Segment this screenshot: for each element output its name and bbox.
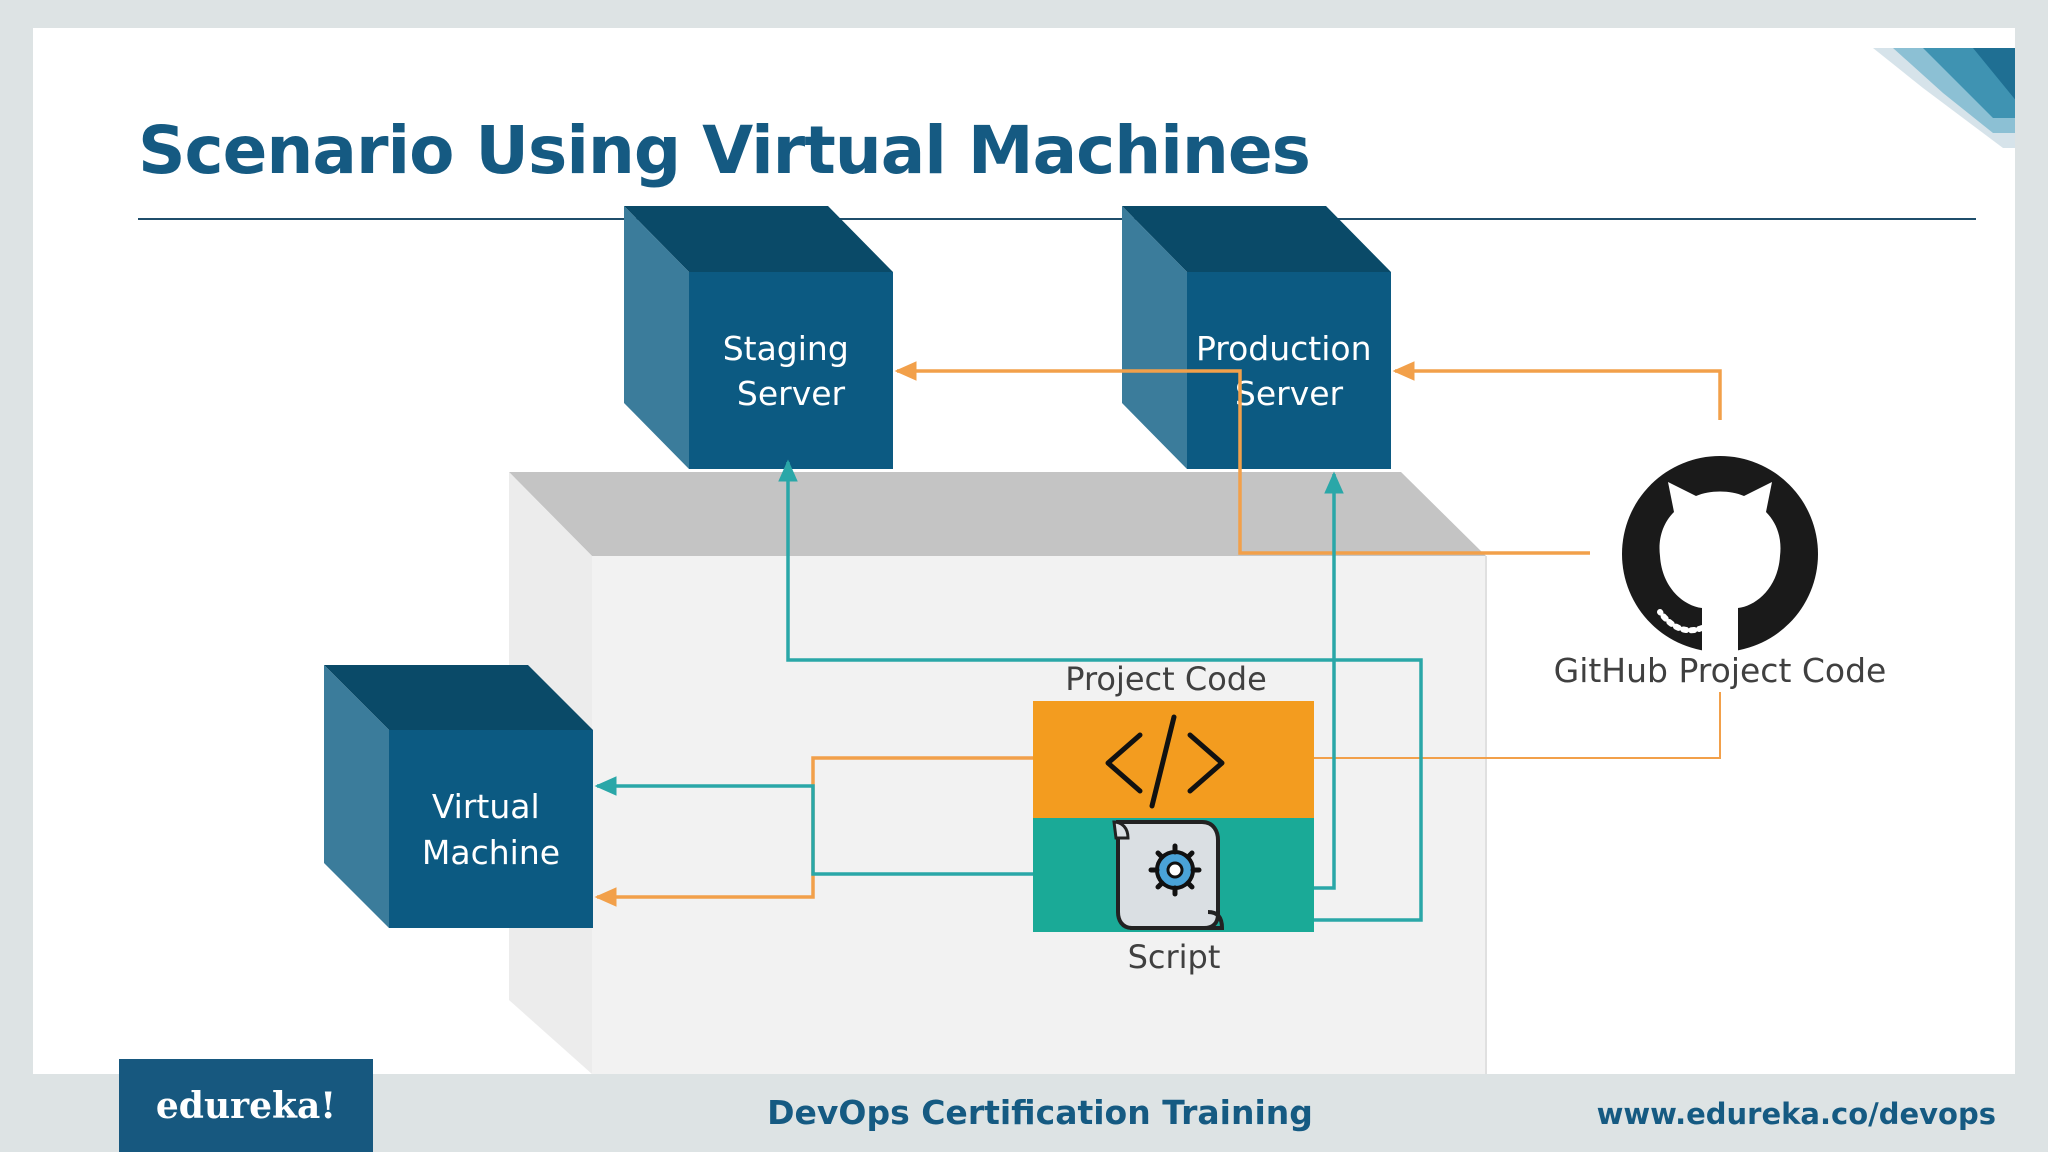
svg-text:Virtual Machine: Virtual Machine [422, 787, 560, 872]
staging-server-label-1: Staging [723, 329, 849, 368]
project-code-block: Project Code [1033, 660, 1314, 818]
virtual-machine-label-1: Virtual [432, 787, 540, 826]
github-octocat-icon [1622, 456, 1818, 652]
flow-script-to-vm [594, 776, 1033, 876]
virtual-machine-label-2: Machine [422, 833, 560, 872]
title-divider [138, 218, 1976, 220]
footer-url: www.edureka.co/devops [1596, 1097, 1996, 1131]
virtual-machine-cube: Virtual Machine [324, 665, 593, 928]
script-block: Script [1033, 818, 1314, 976]
github-project-code: GitHub Project Code [1554, 456, 1887, 690]
github-label: GitHub Project Code [1554, 651, 1887, 690]
host-machine-box [509, 472, 1487, 1074]
flow-script-to-production [1314, 471, 1344, 890]
footer-course-title: DevOps Certification Training [767, 1093, 1313, 1132]
teal-flow-lines [594, 459, 1423, 922]
production-server-label-1: Production [1196, 329, 1372, 368]
flow-github-to-production [1392, 361, 1722, 420]
script-label: Script [1128, 938, 1221, 976]
staging-server-label-2: Server [737, 374, 846, 413]
production-server-cube: Production Server [1122, 206, 1391, 469]
edureka-logo: edureka! [119, 1059, 373, 1152]
project-code-label: Project Code [1065, 660, 1267, 698]
svg-text:Staging Server: Staging Server [723, 329, 860, 413]
flow-github-to-staging [894, 361, 1590, 555]
script-gear-icon [1112, 820, 1225, 930]
slide-title: Scenario Using Virtual Machines [138, 112, 1311, 189]
flow-script-to-staging [778, 459, 1423, 922]
flow-github-to-project-code [1314, 692, 1721, 759]
svg-text:Production Server: Production Server [1196, 329, 1382, 413]
corner-decoration [1873, 48, 2015, 148]
production-server-label-2: Server [1235, 374, 1344, 413]
code-brackets-icon [1105, 714, 1225, 809]
staging-server-cube: Staging Server [624, 206, 893, 469]
